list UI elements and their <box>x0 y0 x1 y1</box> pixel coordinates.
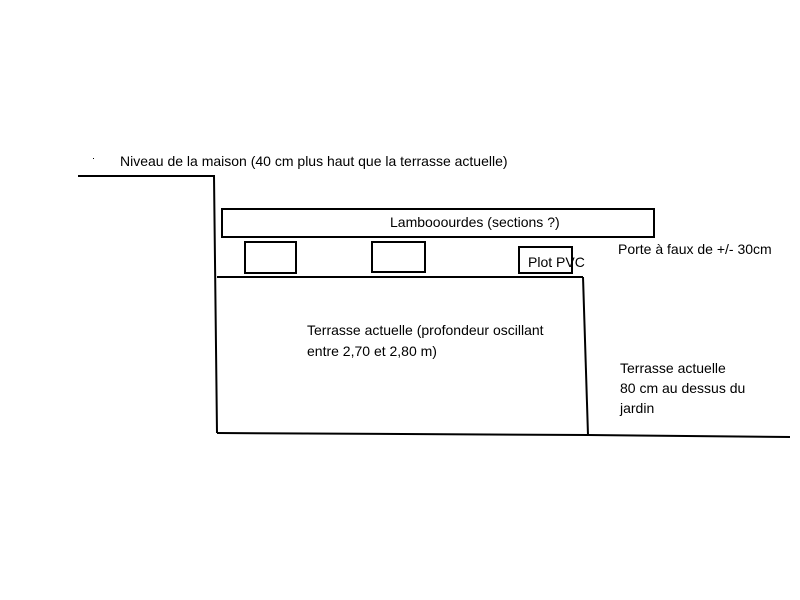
joist-label: Lambooourdes (sections ?) <box>390 214 560 230</box>
house-level-label: Niveau de la maison (40 cm plus haut que… <box>120 153 508 169</box>
pvc-pad-1 <box>244 241 297 274</box>
terrace-right-wall <box>582 276 589 436</box>
garden-label-line3: jardin <box>620 400 655 416</box>
garden-label-line1: Terrasse actuelle <box>620 360 726 376</box>
terrace-label-line2: entre 2,70 et 2,80 m) <box>307 343 437 359</box>
terrace-bottom-edge <box>216 432 589 436</box>
stray-dot <box>93 158 94 159</box>
house-level-line <box>78 175 218 434</box>
pvc-pad-3 <box>518 246 573 274</box>
garden-label-line2: 80 cm au dessus du <box>620 380 746 396</box>
overhang-label: Porte à faux de +/- 30cm <box>618 241 772 257</box>
pvc-pad-label: Plot PVC <box>528 254 585 270</box>
joist-beam <box>221 208 655 238</box>
pvc-pad-2 <box>371 241 426 273</box>
garden-ground-line <box>587 434 791 438</box>
terrace-label-line1: Terrasse actuelle (profondeur oscillant <box>307 322 544 338</box>
